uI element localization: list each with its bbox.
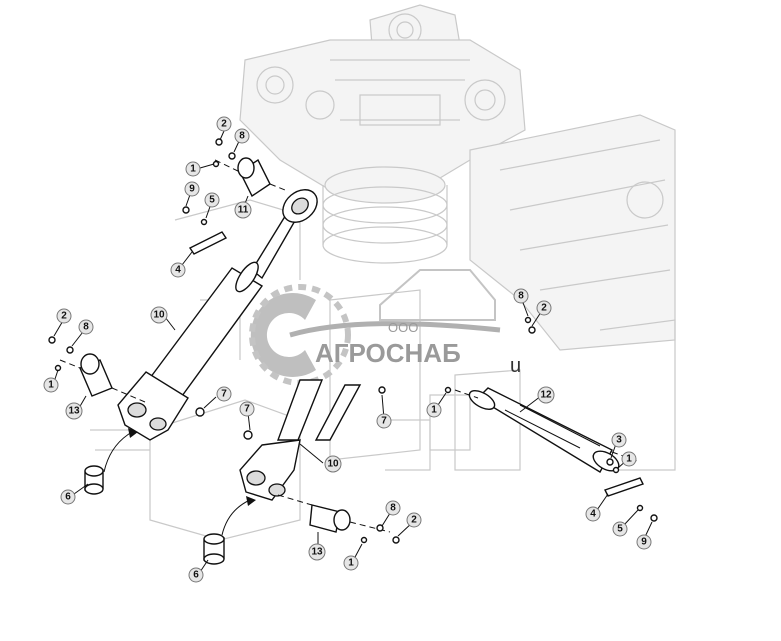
callout-2a: 2 [216, 116, 232, 132]
callout-7b: 7 [239, 401, 255, 417]
svg-text:7: 7 [221, 389, 227, 400]
svg-text:13: 13 [311, 547, 323, 558]
svg-text:5: 5 [617, 524, 623, 535]
callout-2c: 2 [536, 300, 552, 316]
callout-8a: 8 [234, 128, 250, 144]
watermark-suffix: u [510, 355, 521, 377]
svg-text:8: 8 [518, 291, 524, 302]
callout-5b: 5 [612, 521, 628, 537]
callout-5a: 5 [204, 192, 220, 208]
callout-10a: 10 [150, 306, 168, 324]
svg-text:3: 3 [616, 435, 622, 446]
tractor-logo-icon [379, 269, 496, 321]
svg-text:4: 4 [175, 265, 181, 276]
callout-1c: 1 [426, 402, 442, 418]
svg-text:2: 2 [61, 311, 67, 322]
callout-4b: 4 [585, 506, 601, 522]
callout-6a: 6 [60, 489, 76, 505]
callout-9a: 9 [184, 181, 200, 197]
svg-text:7: 7 [244, 404, 250, 415]
svg-text:6: 6 [65, 492, 71, 503]
svg-text:12: 12 [540, 390, 552, 401]
pins-and-fasteners [48, 138, 658, 565]
svg-text:1: 1 [431, 405, 437, 416]
callout-11: 11 [234, 201, 252, 219]
callout-1e: 1 [343, 555, 359, 571]
callout-1b: 1 [43, 377, 59, 393]
svg-text:10: 10 [153, 310, 165, 321]
callout-4a: 4 [170, 262, 186, 278]
gear-logo-icon [250, 293, 316, 377]
callout-12: 12 [537, 386, 555, 404]
svg-text:1: 1 [190, 164, 196, 175]
callout-6b: 6 [188, 567, 204, 583]
svg-text:4: 4 [590, 509, 596, 520]
callout-9b: 9 [636, 534, 652, 550]
callout-2d: 2 [406, 512, 422, 528]
svg-text:1: 1 [348, 558, 354, 569]
svg-text:1: 1 [626, 454, 632, 465]
svg-text:9: 9 [189, 184, 195, 195]
svg-text:2: 2 [411, 515, 417, 526]
hydraulic-cylinder-upper [117, 189, 318, 441]
callout-1a: 1 [185, 161, 201, 177]
callout-13b: 13 [308, 543, 326, 561]
callout-8d: 8 [385, 500, 401, 516]
callout-10b: 10 [324, 455, 342, 473]
hydraulic-cylinder-lower [239, 379, 362, 501]
agrosnab-watermark: ООО АГРОСНАБ u [249, 269, 521, 386]
svg-text:10: 10 [327, 459, 339, 470]
callout-8b: 8 [78, 319, 94, 335]
svg-text:2: 2 [221, 119, 227, 130]
svg-text:6: 6 [193, 570, 199, 581]
callout-1d: 1 [621, 451, 637, 467]
watermark-company-name: АГРОСНАБ [315, 338, 461, 368]
svg-text:13: 13 [68, 406, 80, 417]
svg-text:8: 8 [83, 322, 89, 333]
watermark-company-prefix: ООО [388, 320, 418, 335]
svg-text:9: 9 [641, 537, 647, 548]
hydraulic-cylinder-right [468, 387, 620, 473]
svg-text:2: 2 [541, 303, 547, 314]
callout-2b: 2 [56, 308, 72, 324]
callout-8c: 8 [513, 288, 529, 304]
callout-7a: 7 [216, 386, 232, 402]
svg-text:1: 1 [48, 380, 54, 391]
svg-text:8: 8 [239, 131, 245, 142]
svg-text:7: 7 [381, 416, 387, 427]
callout-3: 3 [611, 432, 627, 448]
svg-text:5: 5 [209, 195, 215, 206]
svg-text:8: 8 [390, 503, 396, 514]
callout-7c: 7 [376, 413, 392, 429]
svg-text:11: 11 [238, 205, 249, 216]
callout-13a: 13 [65, 402, 83, 420]
